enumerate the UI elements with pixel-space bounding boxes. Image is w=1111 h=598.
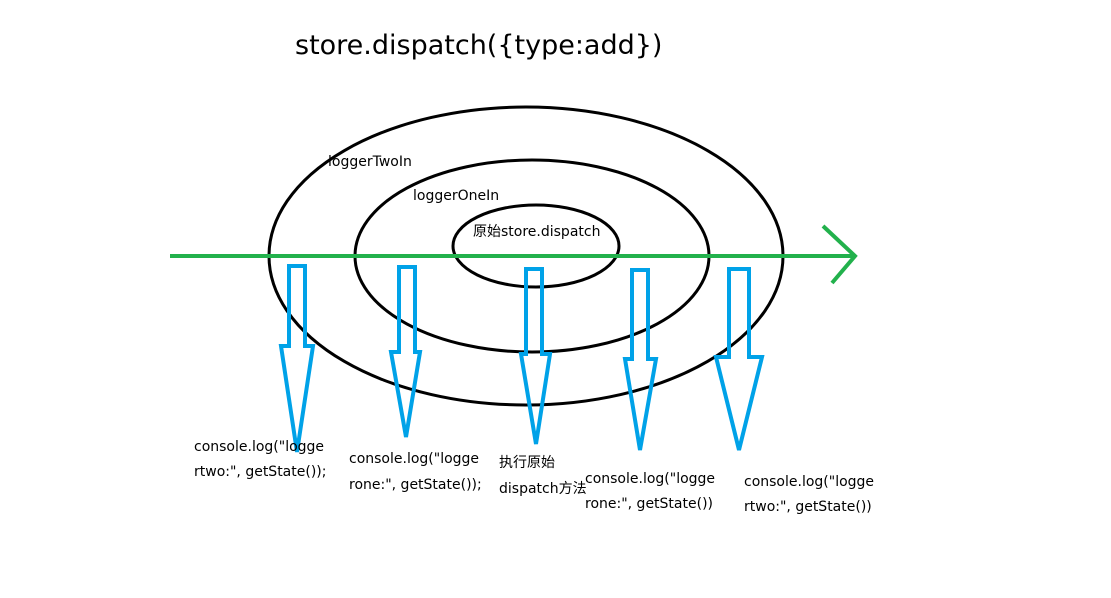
ring-label-logger-one-in: loggerOneIn bbox=[413, 188, 499, 204]
diagram-title: store.dispatch({type:add}) bbox=[295, 30, 662, 61]
step-label-5-line-1: console.log("logge bbox=[744, 474, 874, 490]
inner-ring bbox=[451, 203, 621, 289]
step-label-2-line-2: rone:", getState()); bbox=[349, 477, 482, 493]
step-arrow-4 bbox=[622, 268, 659, 451]
step-arrow-3 bbox=[518, 267, 553, 445]
step-label-4-line-1: console.log("logge bbox=[585, 471, 715, 487]
step-label-3-line-2: dispatch方法 bbox=[499, 481, 587, 497]
ring-label-logger-two-in: loggerTwoIn bbox=[328, 154, 412, 170]
step-arrow-2 bbox=[388, 265, 423, 438]
step-label-5-line-2: rtwo:", getState()) bbox=[744, 499, 872, 515]
flow-arrow-head bbox=[821, 224, 858, 285]
step-label-2-line-1: console.log("logge bbox=[349, 451, 479, 467]
ring-label-original-dispatch: 原始store.dispatch bbox=[473, 224, 600, 240]
step-label-1-line-1: console.log("logge bbox=[194, 439, 324, 455]
step-arrow-5 bbox=[713, 267, 765, 451]
step-label-3-line-1: 执行原始 bbox=[499, 455, 555, 471]
step-arrow-1 bbox=[278, 264, 316, 453]
step-label-4-line-2: rone:", getState()) bbox=[585, 496, 713, 512]
step-label-1-line-2: rtwo:", getState()); bbox=[194, 464, 326, 480]
